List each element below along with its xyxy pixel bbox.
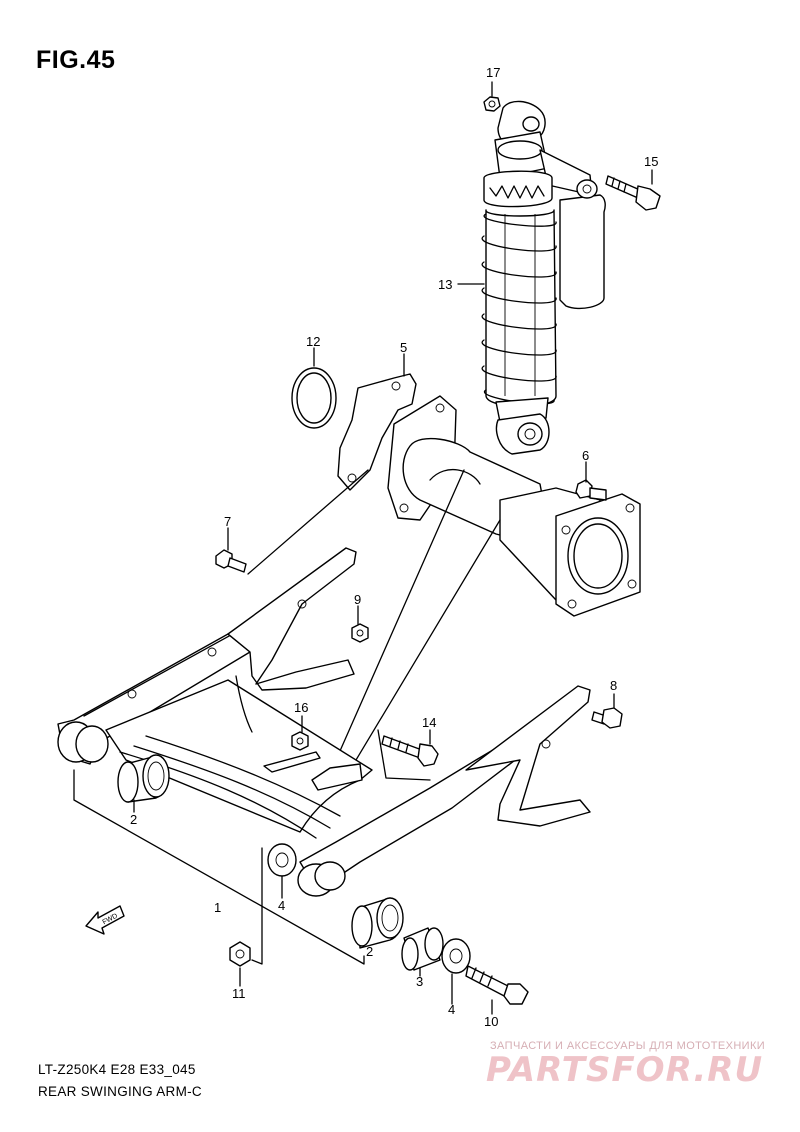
callout-2-left[interactable]: 2 — [130, 812, 137, 827]
pivot-spacer[interactable] — [401, 927, 444, 971]
swinging-arm[interactable] — [57, 547, 591, 897]
callout-17[interactable]: 17 — [486, 65, 500, 80]
callout-12[interactable]: 12 — [306, 334, 320, 349]
right-bracket-bolt[interactable] — [591, 707, 623, 729]
callout-9[interactable]: 9 — [354, 592, 361, 607]
callout-8[interactable]: 8 — [610, 678, 617, 693]
callout-7[interactable]: 7 — [224, 514, 231, 529]
forward-direction-arrow: FWD — [85, 905, 125, 935]
o-ring[interactable] — [291, 367, 337, 429]
callout-15[interactable]: 15 — [644, 154, 658, 169]
watermark-tagline: ЗАПЧАСТИ И АКСЕССУАРЫ ДЛЯ МОТОТЕХНИКИ — [490, 1040, 766, 1052]
axle-housing[interactable] — [387, 395, 641, 617]
bracket-nut[interactable] — [351, 623, 369, 643]
figure-title: FIG.45 — [36, 46, 116, 74]
callout-2-right[interactable]: 2 — [366, 944, 373, 959]
callout-4-upper[interactable]: 4 — [278, 898, 285, 913]
shock-top-bolt[interactable] — [605, 175, 661, 211]
pivot-nut[interactable] — [229, 941, 251, 967]
housing-bolt[interactable] — [575, 479, 607, 501]
callout-11[interactable]: 11 — [232, 986, 246, 1001]
shock-top-nut[interactable] — [483, 96, 501, 112]
pivot-bearing-right[interactable] — [351, 897, 404, 949]
rear-shock-absorber[interactable] — [481, 100, 606, 455]
callout-4-lower[interactable]: 4 — [448, 1002, 455, 1017]
callout-1[interactable]: 1 — [214, 900, 221, 915]
pivot-washer-upper[interactable] — [267, 843, 297, 877]
crossmember-nut[interactable] — [291, 731, 309, 751]
callout-3[interactable]: 3 — [416, 974, 423, 989]
callout-6[interactable]: 6 — [582, 448, 589, 463]
plate-bolt[interactable] — [215, 549, 247, 573]
callout-14[interactable]: 14 — [422, 715, 436, 730]
pivot-bearing-left[interactable] — [117, 754, 170, 803]
callout-13[interactable]: 13 — [438, 277, 452, 292]
assembly-name: REAR SWINGING ARM-C — [38, 1084, 202, 1099]
pivot-bolt[interactable] — [465, 965, 529, 1005]
callout-16[interactable]: 16 — [294, 700, 308, 715]
watermark-logo: PARTSFOR.RU — [486, 1050, 764, 1090]
pivot-washer-lower[interactable] — [441, 938, 471, 974]
callout-5[interactable]: 5 — [400, 340, 407, 355]
bracket-plate[interactable] — [337, 373, 417, 491]
crossmember-bolt[interactable] — [381, 735, 439, 767]
model-code: LT-Z250K4 E28 E33_045 — [38, 1062, 196, 1077]
callout-10[interactable]: 10 — [484, 1014, 498, 1029]
